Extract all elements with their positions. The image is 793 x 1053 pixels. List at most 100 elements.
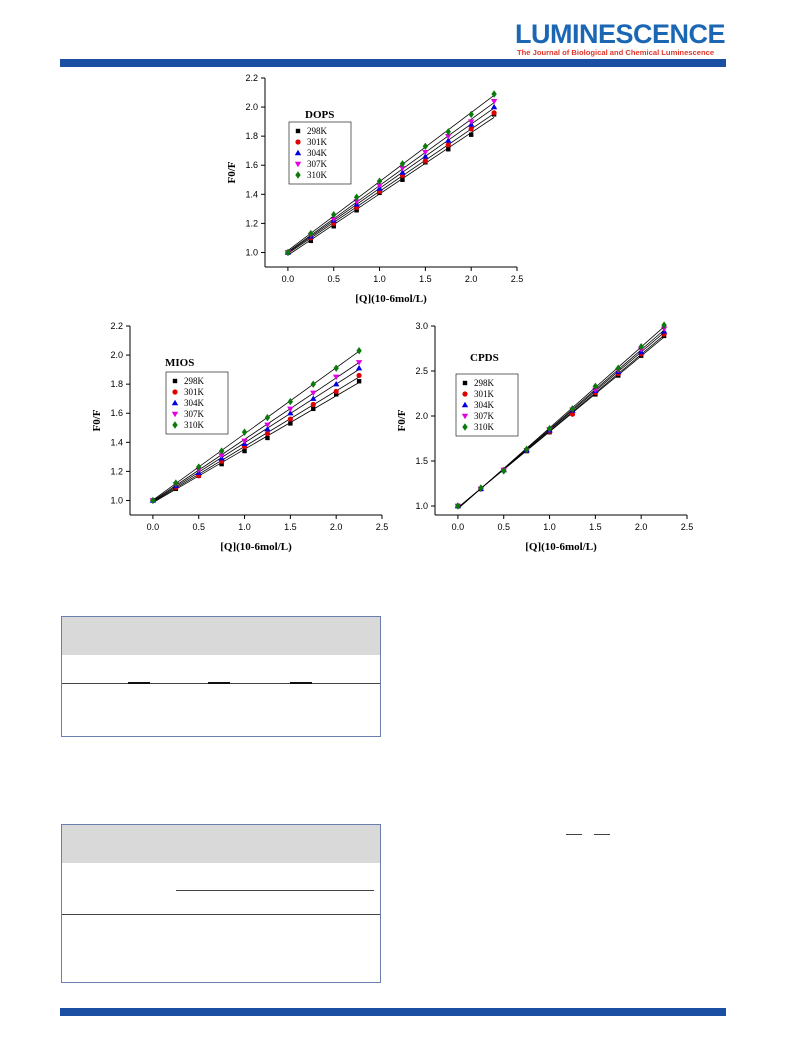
header-bar [60,59,726,67]
data-point [445,128,451,136]
data-point [501,467,507,475]
data-point [376,177,383,185]
chart-title: MIOS [165,357,194,369]
x-tick-label: 0.0 [147,522,160,532]
data-point [173,479,179,487]
data-point [490,99,498,105]
y-tick-label: 1.0 [110,495,123,505]
journal-logo: LUMINESCENCE The Journal of Biological a… [515,20,726,58]
data-point [467,119,475,125]
fit-line [287,102,495,253]
data-point [288,421,293,426]
data-point [310,395,317,401]
y-tick-label: 1.0 [245,247,258,257]
x-tick-label: 0.0 [282,274,295,284]
data-point [287,406,294,413]
x-tick-label: 1.0 [373,274,386,284]
legend-marker [294,161,302,168]
data-point [523,445,530,453]
data-point [355,360,363,366]
data-point [218,453,225,459]
data-point [445,137,452,143]
x-tick-label: 0.5 [192,522,205,532]
fit-line [152,369,360,502]
data-point [311,406,316,412]
legend-marker [462,380,468,386]
legend-marker [462,391,468,397]
data-point [242,448,247,454]
legend-label: 307K [474,411,495,421]
fit-line [287,107,495,254]
y-tick-label: 1.2 [245,218,258,228]
fit-line [152,362,360,502]
legend-marker [295,139,301,145]
data-point [445,142,451,148]
fit-line [152,376,360,503]
x-tick-label: 1.5 [589,522,602,532]
data-point [468,132,474,137]
data-point [264,422,271,429]
table-1-header [62,617,380,655]
x-tick-label: 2.0 [465,274,478,284]
equation-fraction-bar [566,834,582,835]
legend-label: 304K [474,400,495,410]
data-point [491,110,497,116]
data-point [241,438,248,445]
data-point [310,401,316,408]
y-tick-label: 1.4 [245,189,258,199]
x-tick-label: 0.5 [497,522,510,532]
data-point [353,199,360,205]
legend-marker [461,401,469,408]
fit-line [457,326,665,510]
legend-label: 307K [307,159,328,169]
data-point [422,149,429,156]
legend-label: 301K [474,389,495,399]
y-tick-label: 1.6 [110,408,123,418]
equation-fraction-bar [594,834,610,835]
x-tick-label: 2.5 [681,522,694,532]
x-axis-label: [Q](10-6mol/L) [525,541,597,553]
chart-title: DOPS [305,109,334,121]
legend-marker [462,423,468,431]
legend-marker [171,399,179,406]
data-point [218,447,225,455]
data-point [287,397,294,406]
legend-label: 298K [307,126,328,136]
legend-marker [295,171,301,179]
y-axis-label: F0/F [91,409,103,431]
x-tick-label: 2.0 [330,522,343,532]
y-axis-label: F0/F [396,409,408,431]
legend-label: 307K [184,409,205,419]
data-point [333,364,339,372]
legend-label: 304K [307,148,328,158]
table-2 [61,824,381,983]
data-point [422,158,428,164]
x-tick-label: 2.5 [376,522,389,532]
data-point [333,388,339,395]
legend-box [288,121,352,185]
data-point [150,496,156,505]
table-1 [61,616,381,737]
table-2-header [62,825,380,863]
data-point [422,153,429,159]
data-point [354,208,359,213]
y-tick-label: 1.6 [245,160,258,170]
data-point [592,382,599,390]
data-point [265,435,270,441]
table-1-subrule [128,682,150,684]
data-point [287,416,293,422]
y-tick-label: 2.2 [110,321,123,331]
data-point [422,142,429,151]
legend-marker [172,421,178,429]
y-tick-label: 2.0 [110,350,123,360]
y-tick-label: 2.0 [415,411,428,421]
legend-label: 304K [184,398,205,408]
legend-marker [295,128,301,134]
y-tick-label: 1.8 [245,131,258,141]
data-point [308,229,314,238]
